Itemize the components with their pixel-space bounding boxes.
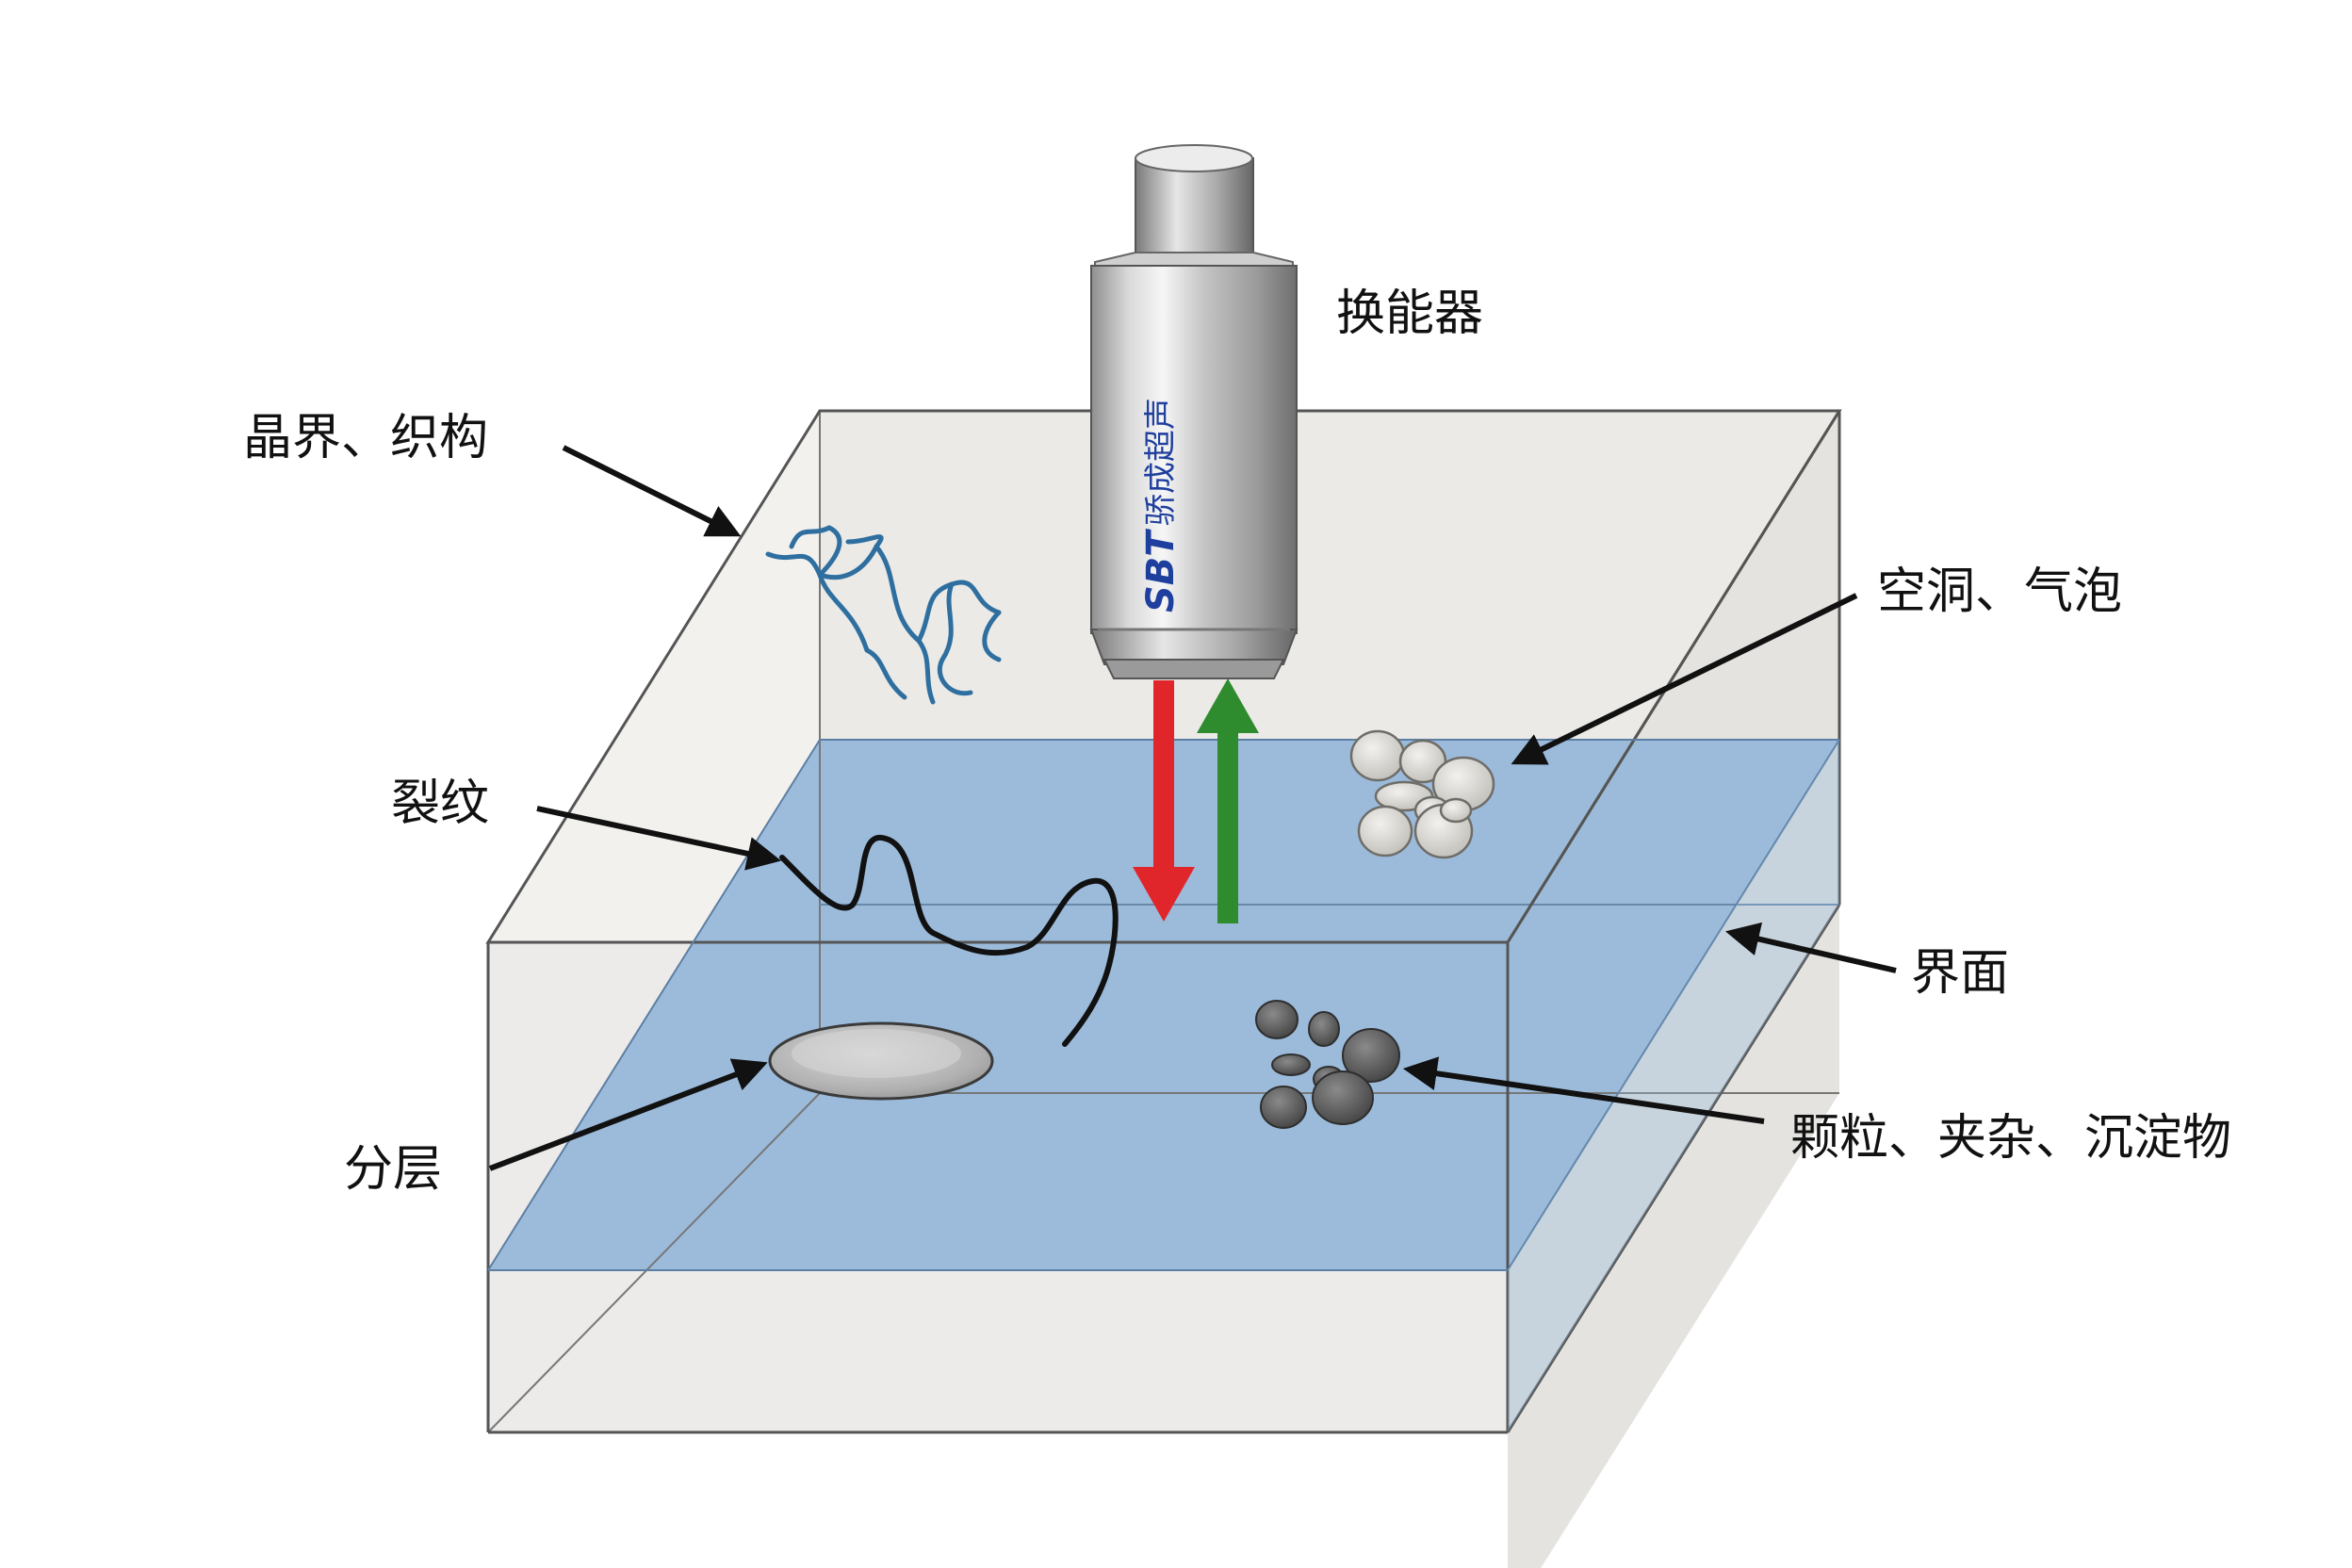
transducer-icon: SBT 骄成超声 <box>1089 144 1298 679</box>
label-interface: 界面 <box>1911 945 2009 1002</box>
transducer-brand: SBT <box>1139 529 1183 612</box>
label-grain-boundary: 晶界、织构 <box>243 410 488 466</box>
crack-line <box>779 834 1119 1047</box>
label-transducer: 换能器 <box>1336 286 1483 342</box>
pointer-arrows <box>488 445 1897 1171</box>
interface-edges <box>487 739 1840 1271</box>
arrow-up-icon <box>1197 678 1259 733</box>
label-delamination: 分层 <box>344 1141 442 1198</box>
pointer-voids <box>1511 593 1858 765</box>
reflected-beam <box>1197 678 1259 923</box>
pointer-grain-boundary <box>562 445 742 537</box>
interface-right-strip <box>1508 740 1839 1432</box>
grain-boundary-lines <box>765 525 1002 705</box>
incident-beam <box>1133 680 1195 922</box>
label-crack: 裂纹 <box>391 776 489 832</box>
pointer-delamination <box>488 1058 768 1171</box>
particle-cluster <box>1255 1000 1400 1129</box>
block-edges <box>485 409 1842 1434</box>
pointer-crack <box>536 806 782 871</box>
void-cluster <box>1349 729 1495 859</box>
interface-plane <box>488 740 1839 1270</box>
pointer-particles <box>1402 1056 1765 1124</box>
transducer-brand-sub: 骄成超声 <box>1142 398 1180 526</box>
label-particles: 颗粒、夹杂、沉淀物 <box>1790 1110 2231 1167</box>
pointer-interface <box>1724 922 1897 973</box>
label-voids: 空洞、气泡 <box>1877 564 2122 620</box>
arrow-down-icon <box>1133 867 1195 922</box>
